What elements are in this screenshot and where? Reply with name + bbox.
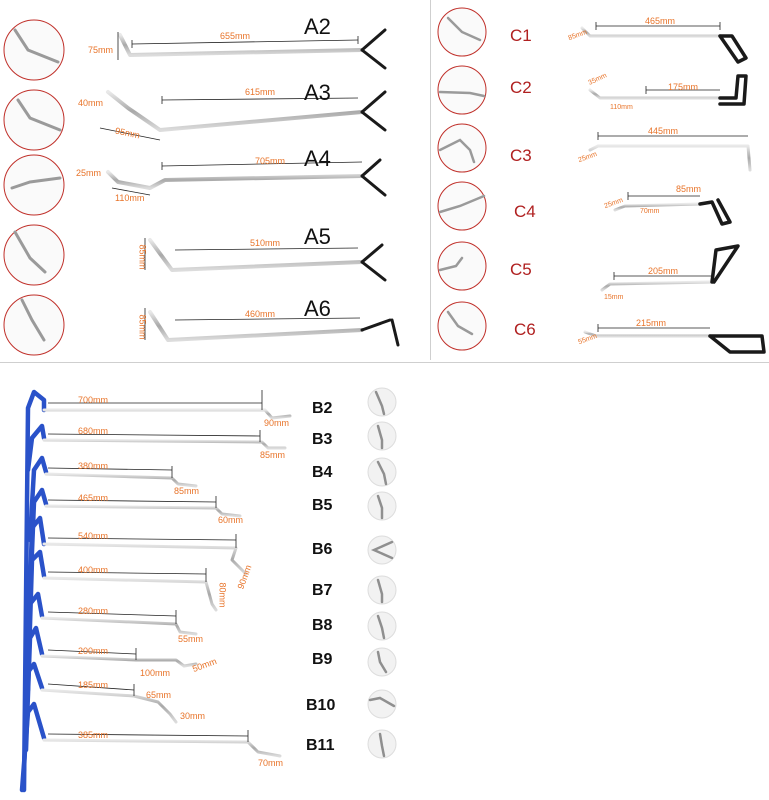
b8-tip: 55mm [178,634,204,644]
b8-label: B8 [312,617,333,634]
c4-label: C4 [514,202,536,221]
b9-length: 200mm [78,646,109,656]
a6-label: A6 [304,296,331,321]
b10-mid: 65mm [146,690,172,700]
c2-length: 175mm [668,82,699,92]
c6-detail-circle [437,301,487,351]
a4-label: A4 [304,146,331,171]
a3-length: 615mm [245,87,276,97]
b10-tip: 30mm [180,711,206,721]
b5-label: B5 [312,497,333,514]
b11-length: 385mm [78,730,109,740]
c2-base: 110mm [610,104,633,111]
a5-label: A5 [304,224,331,249]
b6-label: B6 [312,541,333,558]
a2-label: A2 [304,14,331,39]
b2-tip: 90mm [264,418,290,428]
c6-label: C6 [514,320,536,339]
c5-detail-circle [437,241,487,291]
b2-length: 700mm [78,395,109,405]
c1-length: 465mm [645,16,676,26]
b4-length: 380mm [78,461,109,471]
c1-label: C1 [510,26,532,45]
a4-side: 25mm [76,168,102,178]
b9-mid: 100mm [140,668,171,678]
a5-detail-circle [3,224,65,286]
a4-base: 110mm [115,193,145,203]
b2-label: B2 [312,400,333,417]
a5-length: 510mm [250,238,281,248]
c-detail-circles [437,7,487,351]
b8-length: 280mm [78,606,109,616]
b4-label: B4 [312,464,333,481]
b7-length: 400mm [78,565,109,575]
b9-label: B9 [312,651,333,668]
a4-detail-circle [3,154,65,216]
c4-length: 85mm [676,184,702,194]
c2-label: C2 [510,78,532,97]
b-rods [19,389,292,793]
a5-side: 85mm [137,244,148,270]
b5-tip: 60mm [218,515,244,525]
b-detail-circles [367,387,397,759]
a2-length: 655mm [220,31,251,41]
b3-label: B3 [312,431,333,448]
b7-label: B7 [312,582,333,599]
c2-detail-circle [437,65,487,115]
a3-label: A3 [304,80,331,105]
divider-horizontal [0,362,769,363]
a4-length: 705mm [255,156,286,166]
c6-length: 215mm [636,318,667,328]
b10-label: B10 [306,697,336,714]
divider-vertical [430,0,431,360]
b5-length: 465mm [78,493,109,503]
c4-base: 70mm [640,208,660,215]
b10-length: 185mm [78,680,109,690]
a2-detail-circle [3,19,65,81]
b7-tip: 80mm [217,582,228,608]
a6-length: 460mm [245,309,276,319]
c3-label: C3 [510,146,532,165]
c5-length: 205mm [648,266,679,276]
a6-side: 85mm [137,314,148,340]
b6-length: 540mm [78,531,109,541]
b10-detail-circle [367,689,397,719]
b11-tip: 70mm [258,758,284,768]
b9-detail-circle [367,647,397,677]
b3-length: 680mm [78,426,109,436]
a2-side: 75mm [88,45,114,55]
a3-side: 40mm [78,98,104,108]
b3-tip: 85mm [260,450,286,460]
b4-tip: 85mm [174,486,200,496]
b2-detail-circle [367,387,397,417]
c5-tip: 15mm [604,294,624,301]
c5-label: C5 [510,260,532,279]
c3-length: 445mm [648,126,679,136]
b11-label: B11 [306,737,335,754]
